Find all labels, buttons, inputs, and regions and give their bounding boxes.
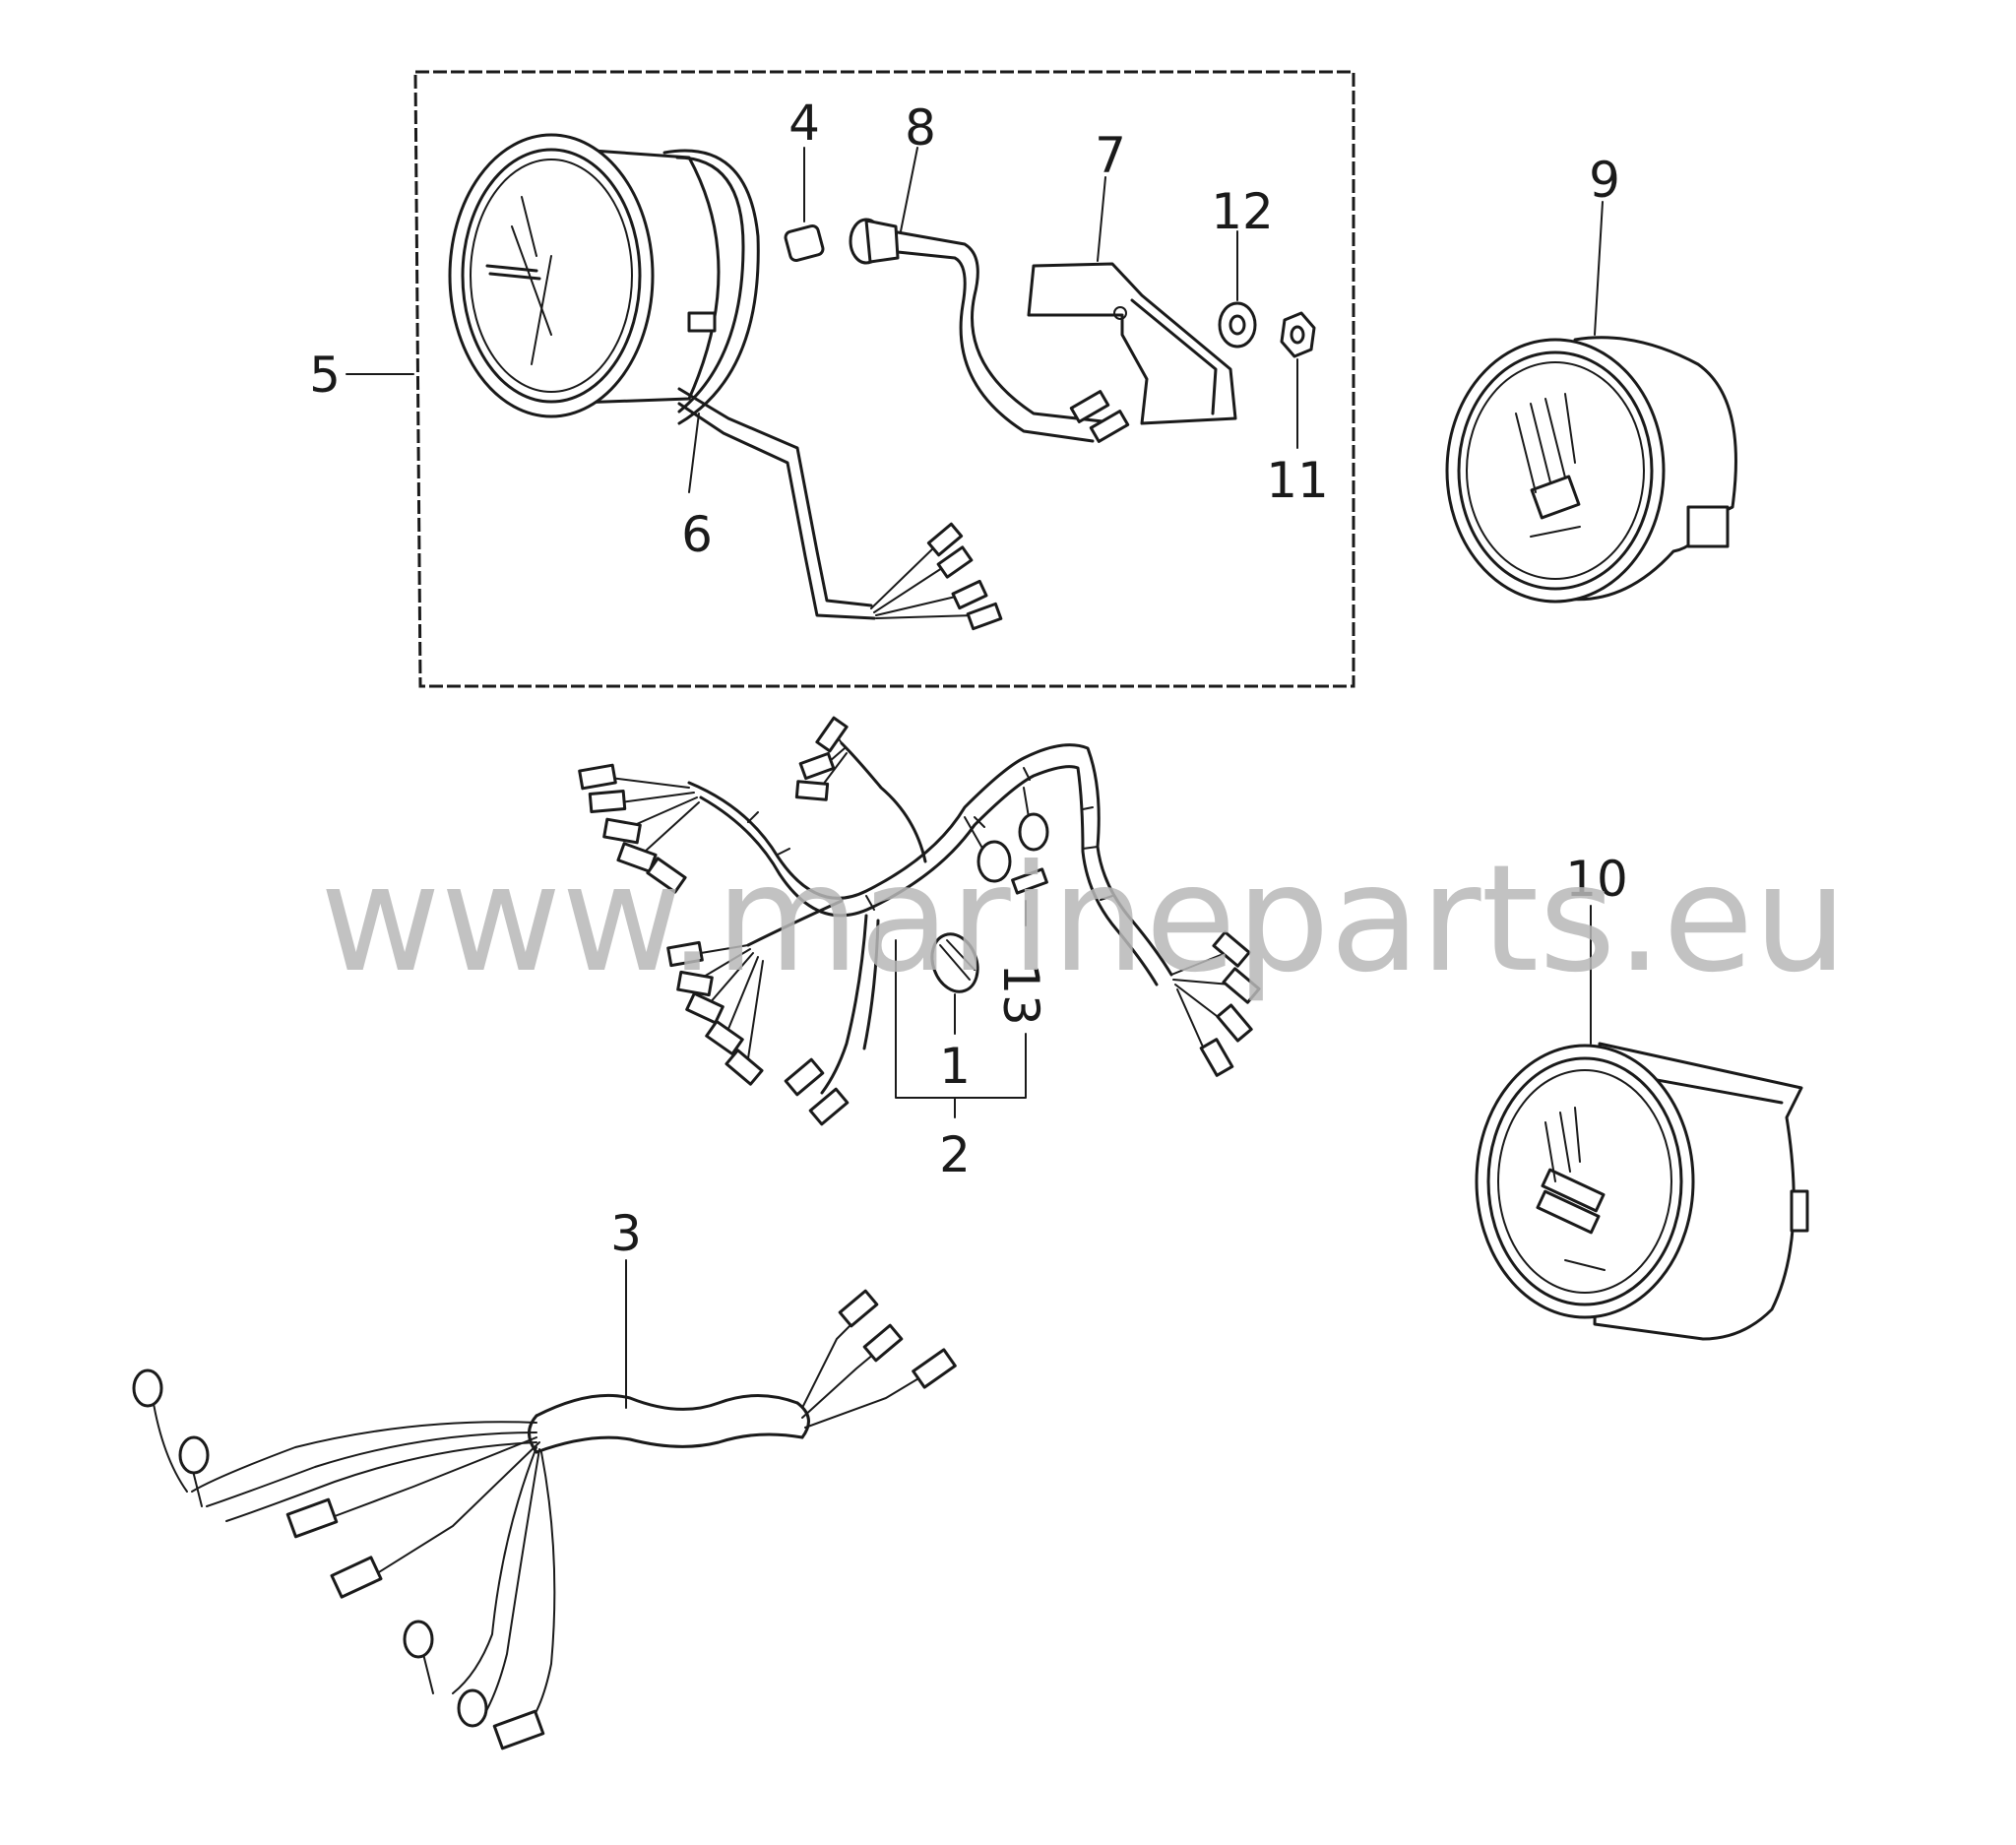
part-1-clip [930, 932, 979, 993]
part-4-bulb [784, 223, 825, 263]
callout-6: 6 [681, 506, 713, 563]
callout-9: 9 [1589, 152, 1620, 209]
assembly-box [413, 70, 1355, 688]
part-7-bracket [1027, 262, 1237, 425]
part-9-gauge [1445, 336, 1737, 604]
part-5-tachometer [448, 133, 1003, 631]
callout-12: 12 [1211, 183, 1274, 240]
part-8-socket-harness [849, 218, 1130, 443]
part-12-washer [1218, 301, 1257, 349]
part-10-gauge [1475, 1042, 1809, 1341]
part-2-main-harness [578, 716, 1261, 1126]
watermark-text: www.marineparts.eu [320, 834, 1848, 1005]
callout-1: 1 [939, 1038, 971, 1095]
callout-8: 8 [905, 99, 936, 157]
callout-5: 5 [309, 347, 341, 404]
callout-labels: 1 2 3 4 5 6 7 8 9 10 11 12 13 [309, 95, 1628, 1262]
part-11-nut [1280, 311, 1316, 358]
callout-10: 10 [1565, 851, 1628, 908]
callout-13: 13 [992, 963, 1049, 1026]
callout-7: 7 [1095, 127, 1126, 184]
leader-lines [346, 147, 1604, 1409]
callout-4: 4 [788, 95, 820, 152]
callout-3: 3 [610, 1205, 642, 1262]
part-3-engine-harness [132, 1289, 957, 1750]
callout-2: 2 [939, 1126, 971, 1183]
callout-11: 11 [1266, 452, 1329, 509]
